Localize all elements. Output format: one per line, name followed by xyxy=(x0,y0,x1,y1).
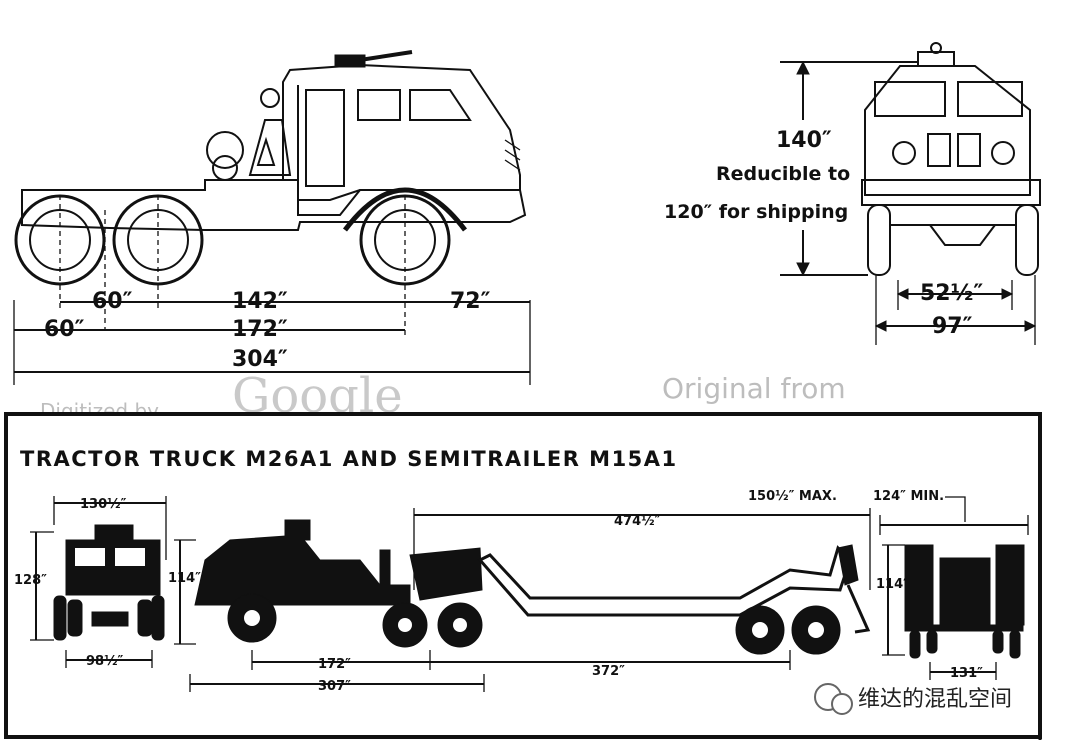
dim-trailer-track: 131″ xyxy=(950,666,983,681)
trailer-rear-silhouette xyxy=(904,544,1025,659)
truck-front-silhouette xyxy=(53,524,165,641)
dim-track: 52½″ xyxy=(920,281,983,306)
tractor-front-view: 140″ Reducible to 120″ for shipping 52½″… xyxy=(664,42,1041,345)
dim-trailer-length: 474½″ xyxy=(614,514,661,529)
logo-text: 维达的混乱空间 xyxy=(858,687,1012,712)
dim-wheel-spacing: 60″ xyxy=(92,289,133,314)
dim-height: 140″ xyxy=(776,128,832,153)
height-note-reducible: Reducible to xyxy=(716,163,850,185)
wechat-logo: 维达的混乱空间 xyxy=(814,683,1012,715)
dim-front-overhang: 72″ xyxy=(450,289,491,314)
dim-truck-wheelbase: 172″ xyxy=(318,657,351,672)
panel-title: TRACTOR TRUCK M26A1 AND SEMITRAILER M15A… xyxy=(20,447,678,471)
dim-trailer-rear-height: 114″ xyxy=(876,577,909,592)
dim-wheelbase: 172″ xyxy=(232,317,288,342)
dim-min-width: 124″ MIN. xyxy=(873,489,944,504)
dim-rear-overhang: 60″ xyxy=(44,317,85,342)
dim-truck-length: 307″ xyxy=(318,679,351,694)
dim-max-width: 150½″ MAX. xyxy=(748,489,837,504)
tractor-side-view: 60″ 142″ 72″ 60″ 172″ 304″ xyxy=(13,50,531,385)
dim-width: 97″ xyxy=(932,314,973,339)
combination-side-silhouette xyxy=(194,519,871,655)
height-note-shipping: 120″ for shipping xyxy=(664,201,848,223)
tractor-semitrailer-panel: TRACTOR TRUCK M26A1 AND SEMITRAILER M15A… xyxy=(4,412,1042,740)
dim-trailer-wheelbase: 372″ xyxy=(592,664,625,679)
dim-combo-height: 114″ xyxy=(168,571,201,586)
dim-truck-front-height: 128″ xyxy=(14,573,47,588)
dim-truck-front-width: 130½″ xyxy=(80,497,127,512)
watermark-original: Original from xyxy=(662,372,846,405)
dim-mid-spacing: 142″ xyxy=(232,289,288,314)
dim-truck-front-track: 98½″ xyxy=(86,654,124,669)
dim-overall-length: 304″ xyxy=(232,347,288,372)
